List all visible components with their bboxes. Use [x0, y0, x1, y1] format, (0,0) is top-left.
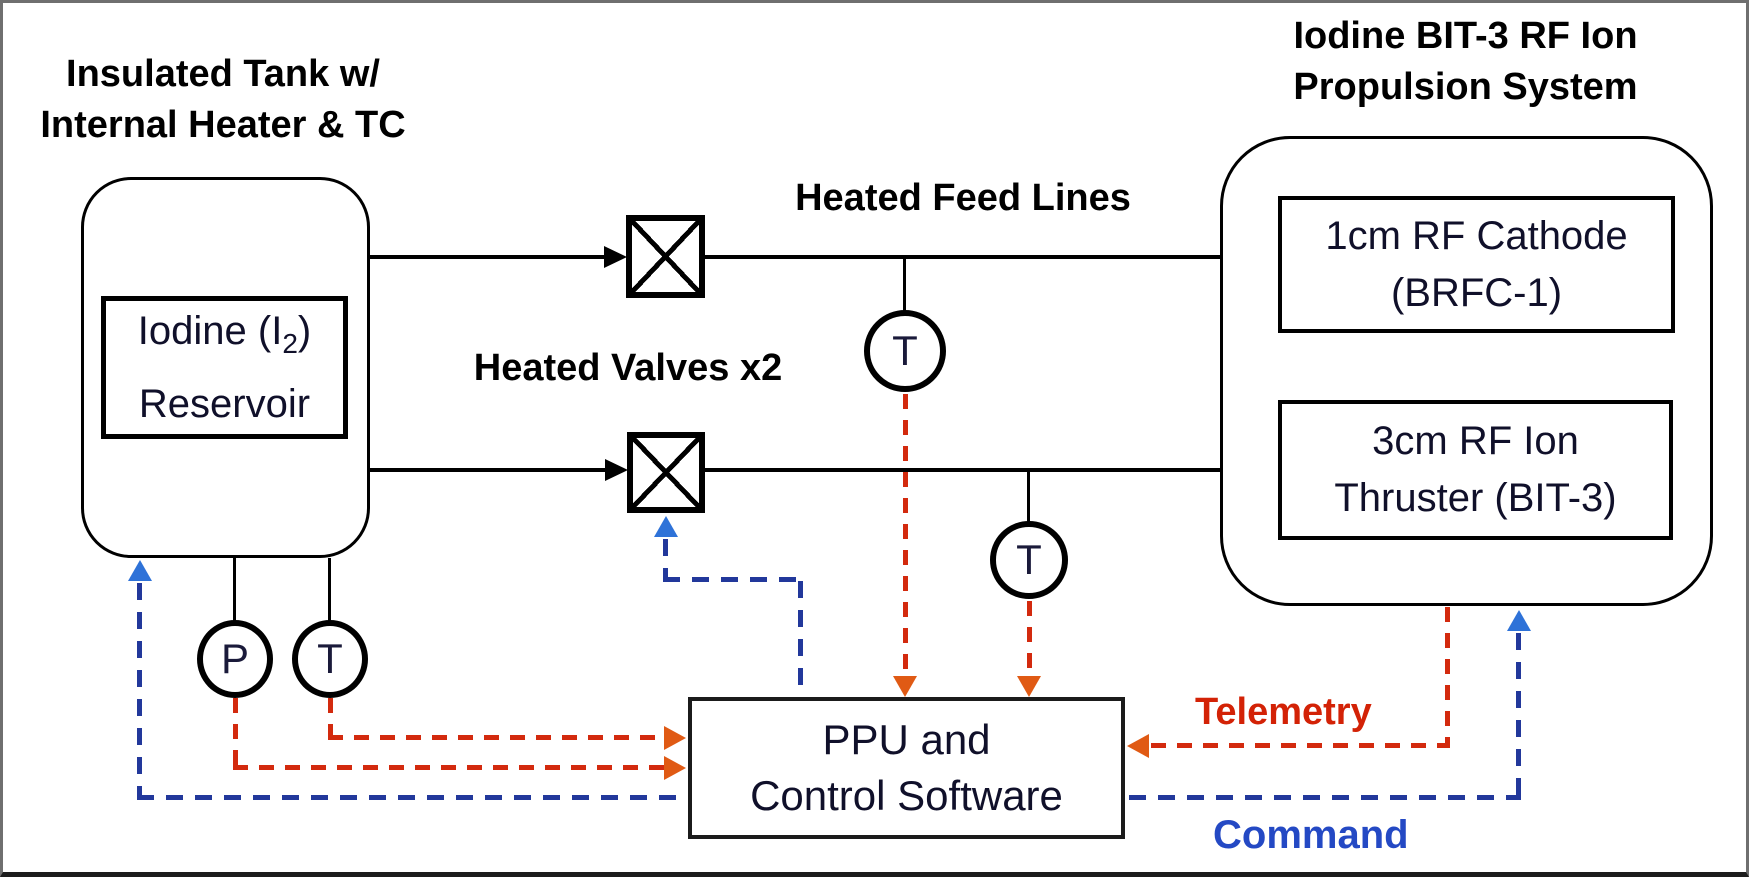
feed-temp-1-stub: [903, 257, 906, 312]
telemetry-line-feed-temp-2: [1027, 601, 1032, 677]
feed-line-2b: [705, 468, 1256, 472]
tank-temperature-sensor: T: [292, 620, 368, 698]
pressure-sensor-stub: [233, 558, 236, 621]
command-line-propulsion-v: [1516, 633, 1521, 798]
arrow-right-icon: [605, 459, 628, 481]
feed-temp-2-stub: [1027, 470, 1030, 523]
cathode-line2: (BRFC-1): [1390, 270, 1563, 315]
telemetry-line-tank-temp-h: [328, 735, 664, 740]
command-label: Command: [1213, 813, 1409, 857]
heated-feed-lines-label: Heated Feed Lines: [795, 177, 1131, 219]
command-line-tank-h: [137, 795, 686, 800]
telemetry-label: Telemetry: [1195, 691, 1372, 733]
tank-title: Insulated Tank w/ Internal Heater & TC: [13, 49, 433, 151]
telemetry-line-propulsion-h: [1151, 743, 1450, 748]
feed-line-1a: [370, 255, 616, 259]
cathode-line1: 1cm RF Cathode: [1325, 213, 1628, 258]
arrow-up-icon: [654, 516, 678, 537]
telemetry-line-feed-temp-1: [903, 394, 908, 677]
propulsion-title-line1: Iodine BIT-3 RF Ion: [1293, 15, 1638, 57]
feed-line-1b: [705, 255, 1256, 259]
telemetry-line-tank-temp-v: [328, 698, 333, 738]
command-line-tank-v: [137, 583, 142, 799]
telemetry-line-tank-pressure-h: [233, 765, 664, 770]
propulsion-title: Iodine BIT-3 RF Ion Propulsion System: [1233, 11, 1698, 113]
temperature-sensor-stub: [328, 558, 331, 621]
iodine-reservoir-box: Iodine (I2) Reservoir: [101, 296, 348, 439]
pressure-sensor-letter: P: [220, 635, 249, 682]
tank-title-line1: Insulated Tank w/: [66, 53, 380, 95]
pressure-sensor: P: [197, 620, 273, 698]
command-line-valve-h: [663, 577, 803, 582]
heated-valve-2: [627, 432, 705, 513]
tank-temperature-letter: T: [317, 635, 343, 682]
command-line-valve-v2: [798, 581, 803, 695]
arrow-right-icon: [664, 726, 686, 750]
telemetry-line-propulsion-v: [1445, 607, 1450, 744]
heated-valve-1: [626, 215, 705, 298]
thruster-line2: Thruster (BIT-3): [1334, 476, 1617, 520]
propulsion-title-line2: Propulsion System: [1293, 66, 1638, 108]
thruster-line1: 3cm RF Ion: [1372, 419, 1579, 463]
reservoir-line1: Iodine (I2): [137, 309, 312, 359]
telemetry-line-tank-pressure-v: [233, 698, 238, 768]
command-line-propulsion-h: [1129, 795, 1521, 800]
arrow-left-icon: [1127, 734, 1149, 758]
reservoir-line2: Reservoir: [138, 382, 311, 426]
arrow-down-icon: [893, 676, 917, 697]
tank-title-line2: Internal Heater & TC: [40, 104, 406, 146]
arrow-up-icon: [128, 560, 152, 581]
rf-ion-thruster-box: 3cm RF Ion Thruster (BIT-3): [1278, 400, 1673, 540]
feed-temp-2-letter: T: [1016, 536, 1042, 583]
arrow-up-icon: [1507, 610, 1531, 631]
arrow-down-icon: [1017, 676, 1041, 697]
feed-temperature-sensor-2: T: [990, 521, 1068, 599]
command-line-valve-v1: [663, 539, 668, 581]
feed-temperature-sensor-1: T: [864, 310, 946, 392]
ppu-line1: PPU and: [822, 716, 991, 763]
feed-line-2a: [370, 468, 616, 472]
iodine-subscript: 2: [282, 328, 298, 359]
rf-cathode-box: 1cm RF Cathode (BRFC-1): [1278, 196, 1675, 333]
ppu-control-box: PPU and Control Software: [688, 697, 1125, 839]
heated-valves-label: Heated Valves x2: [473, 347, 783, 389]
arrow-right-icon: [604, 246, 627, 268]
arrow-right-icon: [664, 756, 686, 780]
ppu-line2: Control Software: [750, 772, 1063, 819]
feed-temp-1-letter: T: [892, 327, 918, 374]
